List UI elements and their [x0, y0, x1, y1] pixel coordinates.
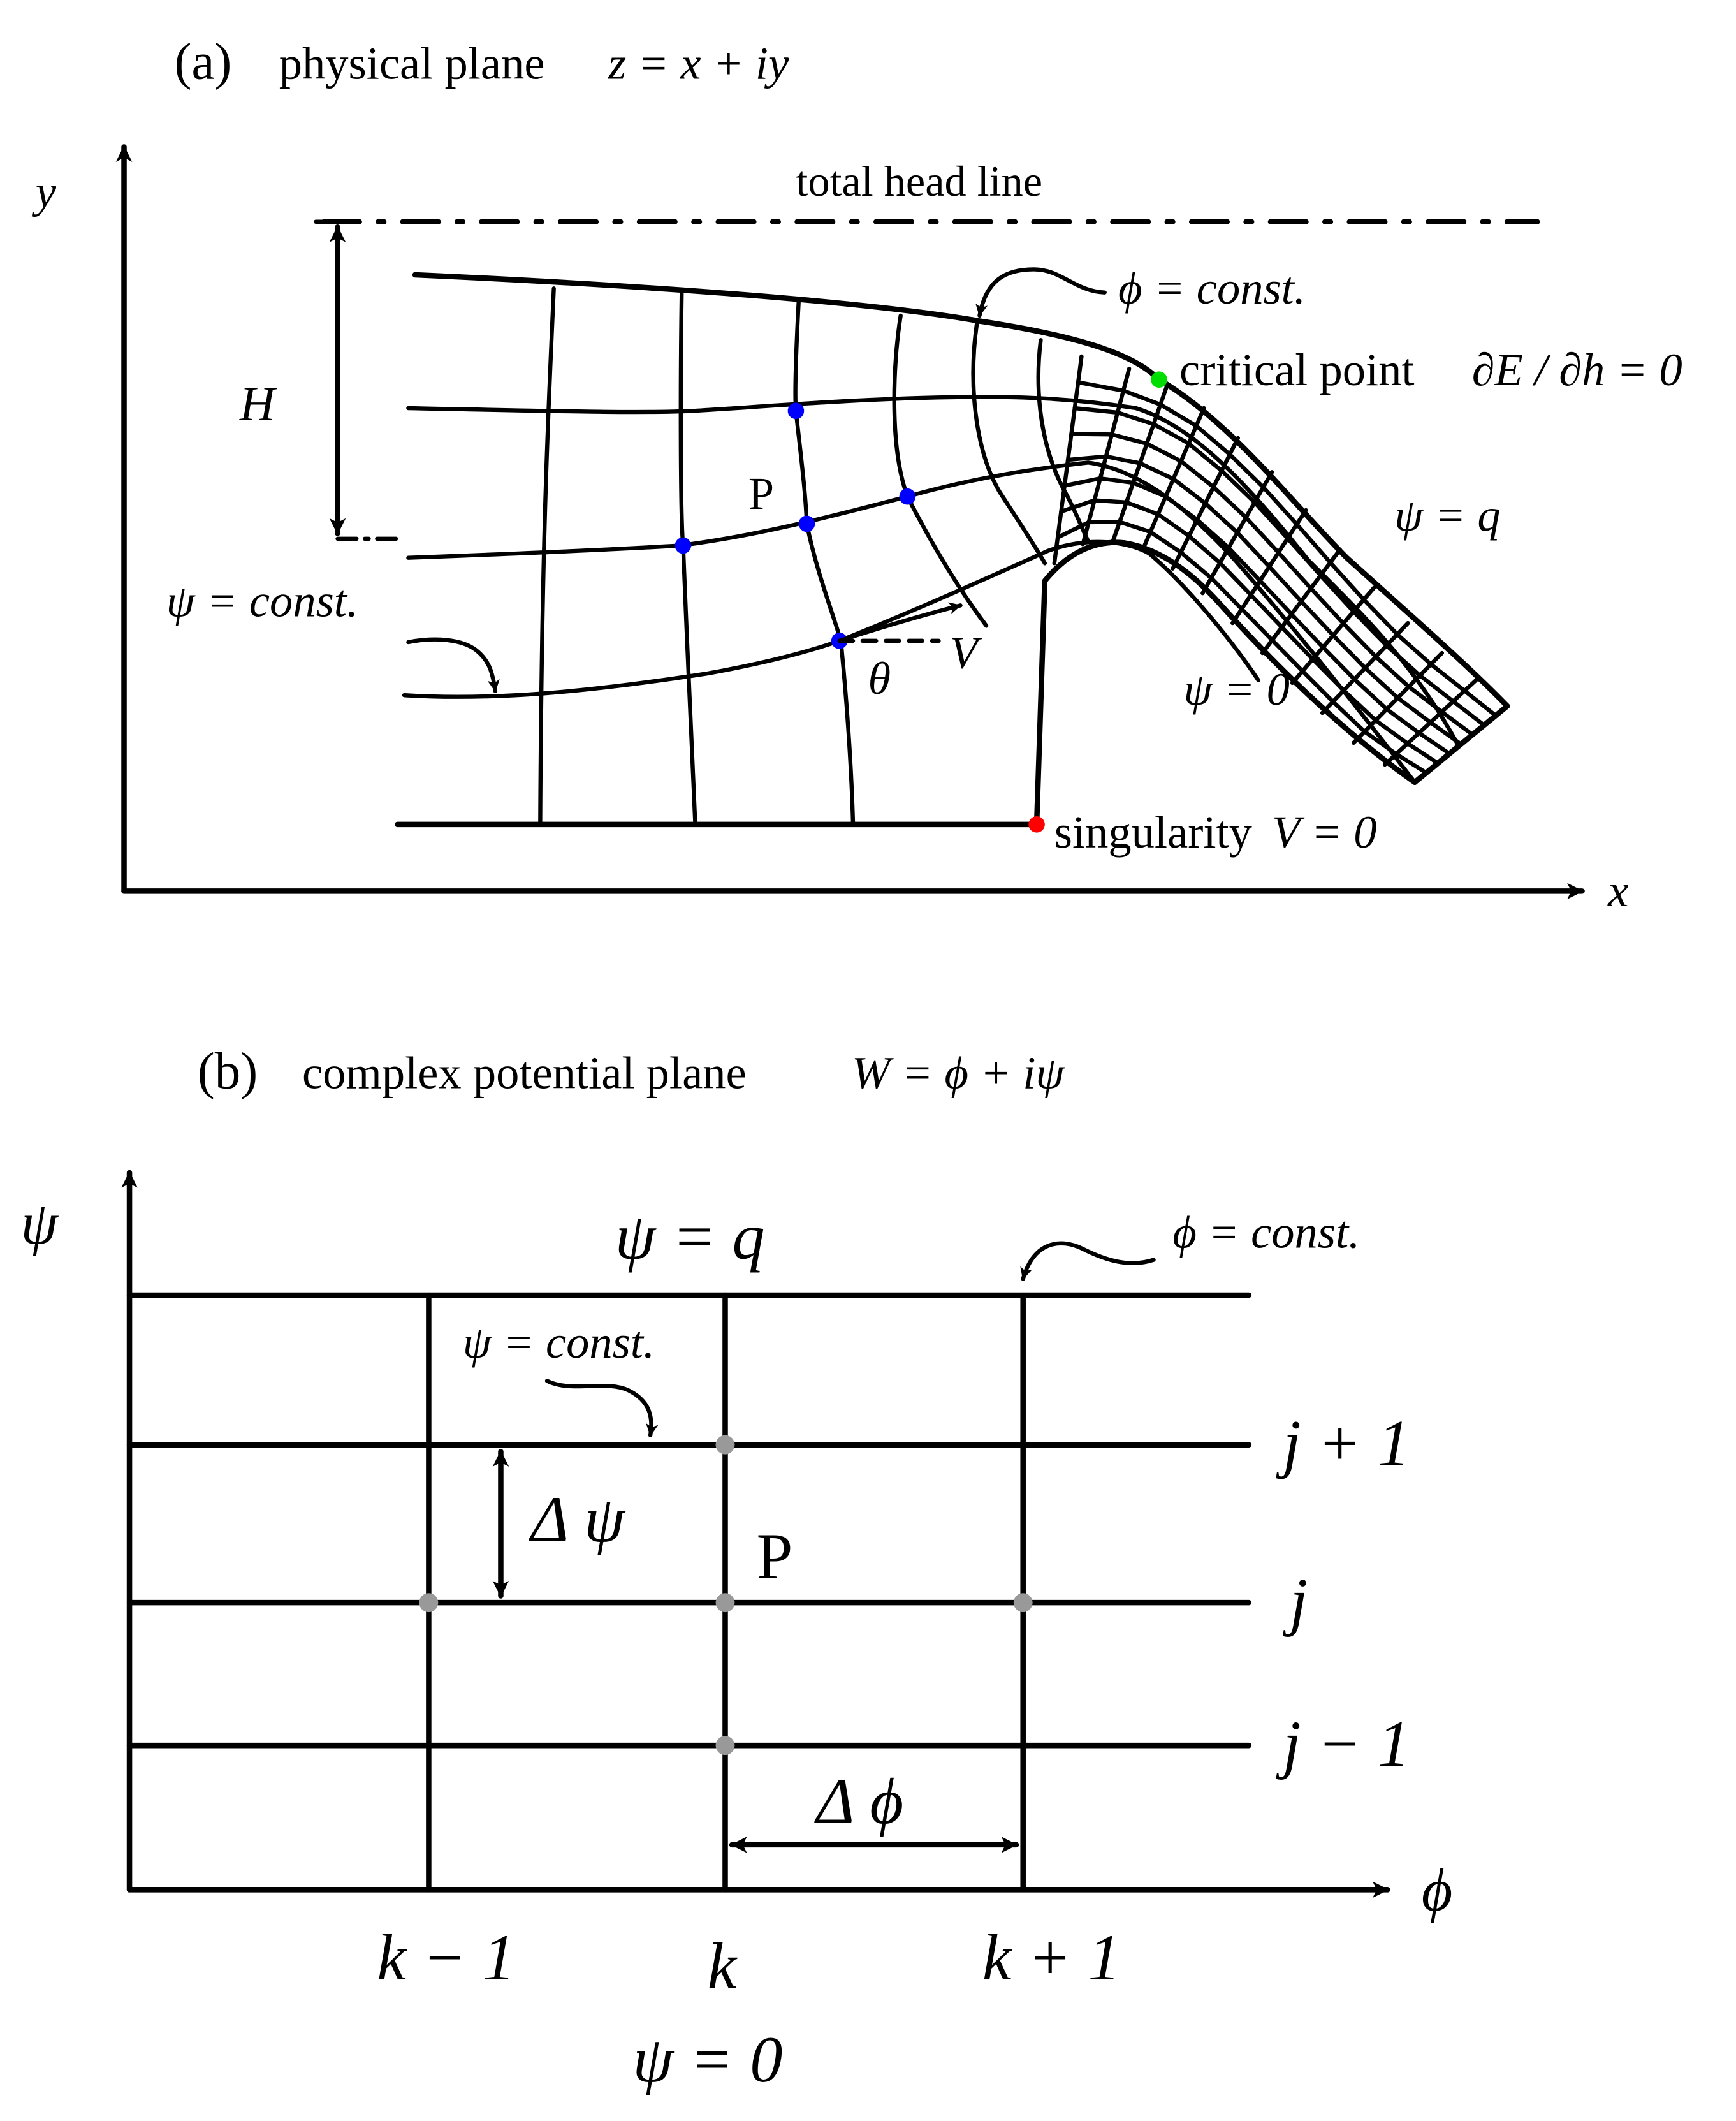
- weir-crest: [1033, 539, 1418, 828]
- free-surface-psi-q: [412, 272, 1510, 709]
- equipotential-lines: [538, 286, 1091, 827]
- grid-node: [715, 1736, 735, 1756]
- psi-zero-label-b: ψ = 0: [632, 2024, 782, 2096]
- nappe-mesh: [1052, 354, 1510, 785]
- critical-point-eq: ∂E / ∂h = 0: [1472, 344, 1682, 395]
- psi-q-label-b: ψ = q: [615, 1201, 765, 1273]
- equipotential-6: [1036, 338, 1091, 544]
- singularity-label: singularity: [1054, 806, 1252, 858]
- critical-point-label: critical point: [1179, 344, 1414, 395]
- grid-node: [715, 1435, 735, 1455]
- phi-const-label-b: ϕ = const.: [1172, 1206, 1360, 1258]
- panel-a-title-text: physical plane: [279, 38, 545, 89]
- panel-b-title-text: complex potential plane: [302, 1047, 747, 1099]
- point-p-label-a: P: [748, 467, 774, 519]
- equipotential-3: [793, 300, 856, 827]
- panel-b-title: (b) complex potential plane W = ϕ + iψ: [198, 1043, 1066, 1100]
- point-p-label-b: P: [757, 1521, 793, 1593]
- psi-const-leader-a: [406, 637, 500, 693]
- grid-node: [419, 1593, 439, 1613]
- col-label-k-plus-1: k + 1: [982, 1922, 1121, 1994]
- psi-const-leader-b: [544, 1379, 659, 1437]
- mesh-streamline: [1055, 520, 1429, 775]
- equipotential-1: [538, 286, 556, 827]
- phi-const-leader-a: [975, 267, 1107, 318]
- row-label-j-minus-1: j − 1: [1276, 1708, 1410, 1780]
- row-label-j: j: [1283, 1566, 1308, 1638]
- mesh-streamline: [1076, 380, 1498, 718]
- panel-b-title-eq: W = ϕ + iψ: [852, 1047, 1065, 1099]
- delta-phi-label: Δ ϕ: [813, 1766, 903, 1838]
- streamline-upper: [406, 395, 1461, 748]
- psi-const-label-a: ψ = const.: [166, 575, 358, 626]
- panel-b: (b) complex potential plane W = ϕ + iψ ψ…: [20, 1043, 1452, 2096]
- velocity-label: V: [950, 627, 983, 679]
- phi-const-leader-b: [1020, 1241, 1156, 1281]
- y-axis-label-a: y: [31, 165, 57, 217]
- total-head-line-label: total head line: [796, 157, 1042, 205]
- streamline-lower: [402, 539, 1260, 699]
- phi-axis-label: ϕ: [1422, 1857, 1453, 1923]
- x-axis-label-a: x: [1607, 865, 1628, 916]
- node-blue: [675, 537, 692, 554]
- psi-zero-label-a: ψ = 0: [1183, 663, 1290, 715]
- grid-node: [1013, 1593, 1033, 1613]
- panel-a-title-eq: z = x + iy: [608, 38, 789, 89]
- col-label-k-minus-1: k − 1: [377, 1922, 515, 1994]
- phi-const-label-a: ϕ = const.: [1118, 262, 1306, 314]
- singularity-marker: [1028, 816, 1045, 833]
- node-blue: [798, 515, 815, 532]
- mesh-streamline: [1062, 476, 1452, 756]
- psi-const-label-b: ψ = const.: [463, 1316, 655, 1368]
- streamline-middle: [406, 460, 1417, 784]
- nappe-end: [1411, 703, 1510, 785]
- singularity-eq: V = 0: [1272, 806, 1376, 858]
- mesh-streamline: [1065, 454, 1463, 747]
- streamlines: [402, 395, 1461, 784]
- h-label: H: [239, 377, 277, 431]
- psi-axis-label: ψ: [20, 1191, 59, 1257]
- panel-b-tag: (b): [198, 1043, 258, 1100]
- mesh-streamline: [1059, 498, 1440, 766]
- node-blue: [899, 488, 916, 505]
- theta-label: θ: [868, 652, 891, 704]
- col-label-k: k: [708, 1930, 738, 2002]
- critical-point-marker: [1151, 371, 1167, 388]
- delta-psi-label: Δ ψ: [528, 1484, 626, 1556]
- psi-q-label-a: ψ = q: [1394, 489, 1501, 541]
- mesh-streamline: [1069, 432, 1475, 737]
- node-blue: [787, 402, 805, 420]
- panel-a-title: (a) physical plane z = x + iy: [174, 33, 789, 91]
- equipotential-2: [678, 291, 697, 827]
- panel-a-tag: (a): [174, 33, 231, 91]
- row-label-j-plus-1: j + 1: [1276, 1408, 1410, 1480]
- panel-a: (a) physical plane z = x + iy y x total …: [31, 33, 1682, 916]
- equipotential-5: [971, 321, 1047, 566]
- grid-node: [715, 1593, 735, 1613]
- velocity-arrow: [837, 602, 963, 643]
- mesh-streamline: [1072, 406, 1487, 728]
